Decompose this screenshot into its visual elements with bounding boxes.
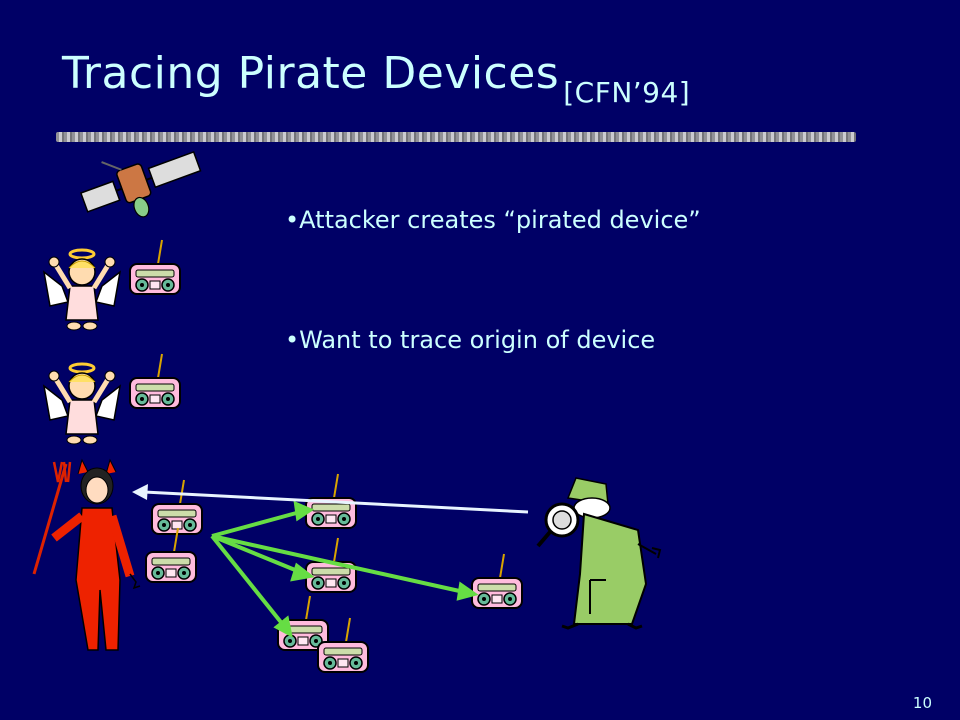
slide-title: Tracing Pirate Devices[CFN’94]: [62, 48, 690, 109]
boombox-icon: [129, 353, 181, 409]
angel-icon: [44, 250, 120, 330]
boombox-icon: [145, 527, 197, 583]
boombox-icon: [129, 239, 181, 295]
title-text: Tracing Pirate Devices: [62, 48, 560, 99]
bullet-attacker: •Attacker creates “pirated device”: [285, 206, 701, 234]
detective-icon: [536, 477, 662, 630]
satellite-icon: [79, 150, 202, 218]
title-citation: [CFN’94]: [563, 76, 691, 109]
page-number: 10: [912, 694, 932, 712]
boombox-icon: [471, 553, 523, 609]
devil-icon: [32, 458, 141, 651]
angel-icon: [44, 364, 120, 444]
trace-arrow: [132, 484, 529, 514]
boombox-icon: [151, 479, 203, 535]
title-divider: [56, 132, 856, 142]
bullet-trace: •Want to trace origin of device: [285, 326, 656, 354]
copy-arrows: [210, 500, 479, 638]
